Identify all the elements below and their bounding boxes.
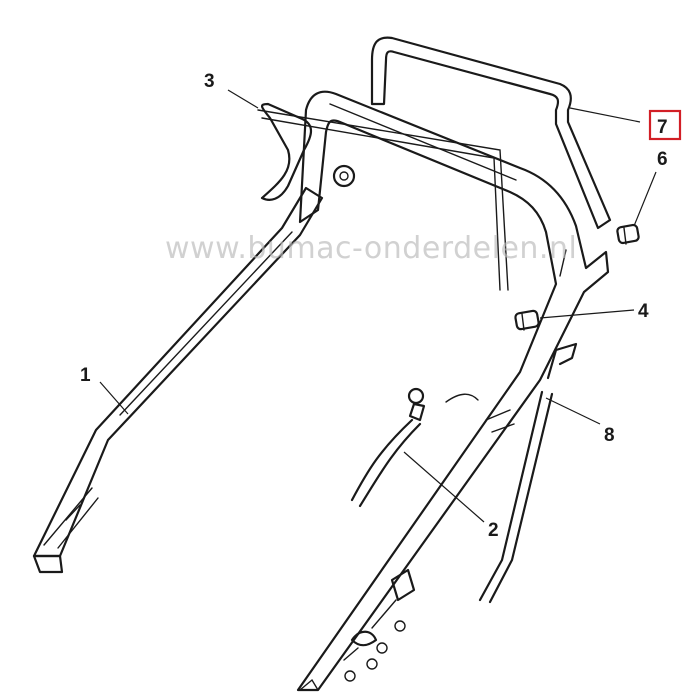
- part-2-cable: [350, 387, 479, 508]
- watermark-text: www.bumac-onderdelen.nl: [165, 231, 577, 266]
- callout-4: 4: [638, 301, 649, 322]
- callout-3: 3: [204, 71, 215, 92]
- part-1-lower-handle-tube: [32, 186, 324, 574]
- callout-8: 8: [604, 425, 615, 446]
- leader-lines: [99, 89, 657, 523]
- part-7-bail-bar: [370, 36, 612, 230]
- callout-7: 7: [657, 117, 668, 138]
- part-4-nut: [514, 309, 540, 331]
- part-8-cable: [343, 342, 578, 682]
- part-6-nut: [616, 223, 640, 245]
- callout-2: 2: [488, 520, 499, 541]
- upper-handle-frame: [296, 90, 610, 692]
- callout-1: 1: [80, 365, 91, 386]
- callout-6: 6: [657, 149, 668, 170]
- callout-7-highlight-box: [648, 109, 682, 141]
